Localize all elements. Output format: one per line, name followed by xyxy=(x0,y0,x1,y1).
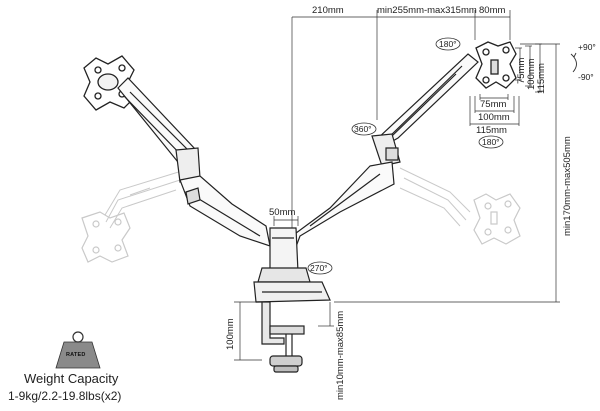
tilt-arrow xyxy=(570,52,577,73)
right-vesa-plate xyxy=(475,41,517,89)
left-arm xyxy=(117,77,271,247)
dim-range-255-315: min255mm-max315mm xyxy=(377,5,477,16)
rot-360: 360° xyxy=(354,124,372,134)
dim-reach-210: 210mm xyxy=(312,5,344,16)
weight-capacity-title: Weight Capacity xyxy=(24,371,119,386)
rot-180-top: 180° xyxy=(439,39,457,49)
weight-capacity-value: 1-9kg/2.2-19.8lbs(x2) xyxy=(8,389,122,403)
left-vesa-plate xyxy=(83,55,137,111)
rot-270: 270° xyxy=(310,263,328,273)
dim-vesa-75-horizontal: 75mm xyxy=(480,99,507,110)
dim-vesa-80: 80mm xyxy=(479,5,506,16)
dim-pole-50: 50mm xyxy=(269,207,296,218)
dim-clamp-100: 100mm xyxy=(225,318,236,350)
ghost-left-arm xyxy=(104,169,186,229)
rotation-marks xyxy=(307,37,504,275)
dim-clamp-10-85: min10mm-max85mm xyxy=(335,310,346,400)
rot-180-bottom: 180° xyxy=(482,137,500,147)
ghost-right-arm xyxy=(399,167,471,227)
desk-clamp xyxy=(253,281,331,373)
ghost-right-vesa-plate xyxy=(473,193,521,245)
weight-badge-label: RATED xyxy=(66,352,86,358)
tilt-plus-90: +90° xyxy=(578,42,596,52)
ghost-left-vesa-plate xyxy=(81,211,131,263)
dim-vesa-100-horizontal: 100mm xyxy=(478,112,510,123)
tilt-minus-90: -90° xyxy=(578,72,594,82)
dimension-lines xyxy=(234,10,560,361)
right-arm xyxy=(291,53,479,253)
dim-vesa-115-vertical: 115mm xyxy=(536,63,547,94)
dim-vesa-115-horizontal: 115mm xyxy=(476,125,507,136)
dim-height-170-505: min170mm-max505mm xyxy=(562,136,573,236)
weight-badge-icon xyxy=(55,331,101,369)
